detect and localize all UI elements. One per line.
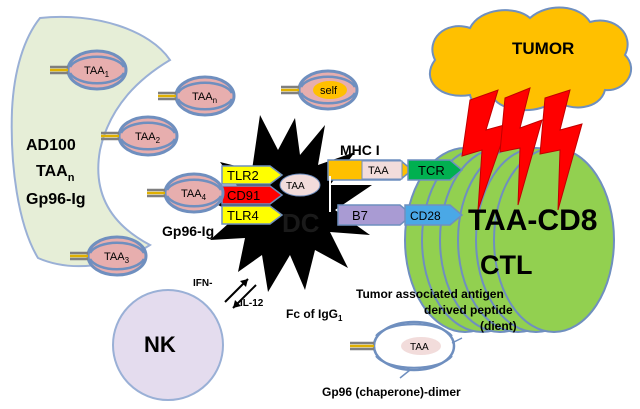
tlr4-label: TLR4	[227, 208, 259, 223]
mhc-taa-label: TAA	[368, 165, 389, 177]
lightning-bolts	[461, 87, 583, 211]
b7-cd28-complex	[337, 204, 464, 226]
ifn-label: IFN-	[193, 278, 212, 289]
mhc-label: MHC I	[340, 142, 380, 158]
b7-label: B7	[352, 208, 368, 223]
taa3-label: TAA3	[104, 251, 130, 265]
taa1-label: TAA1	[84, 65, 110, 79]
nk-cell	[112, 289, 224, 401]
nk-label: NK	[144, 332, 176, 357]
legend-complex	[350, 320, 463, 379]
self-label: self	[320, 85, 338, 97]
legend-gp96-dimer: Gp96 (chaperone)-dimer	[322, 385, 461, 399]
ad100-taan-label: TAAn	[36, 163, 75, 184]
taa4-label: TAA4	[181, 188, 207, 202]
tumor-cloud	[429, 6, 632, 112]
dc-taa-label: TAA	[286, 181, 305, 192]
legend-tumor-antigen-line1: Tumor associated antigen	[356, 287, 504, 301]
dc-cell	[208, 115, 372, 292]
taa2-label: TAA2	[135, 131, 161, 145]
legend-tumor-antigen-line3: (dient)	[480, 319, 517, 333]
tcr-label: TCR	[418, 163, 445, 178]
legend-taa-label: TAA	[410, 342, 429, 353]
dc-taa-oval	[279, 173, 321, 197]
ad100-gp96-label: Gp96-Ig	[26, 191, 86, 208]
cd91-label: CD91	[227, 188, 260, 203]
ctl-cell-cluster	[404, 147, 615, 333]
ctl-taa-cd8-label: TAA-CD8	[468, 204, 597, 237]
gp96-ig-label: Gp96-Ig	[162, 223, 214, 239]
il12-label: IL-12	[240, 298, 264, 309]
taan-label: TAAn	[192, 91, 217, 105]
cytokine-arrows	[224, 278, 257, 309]
legend-fc-label: Fc of IgG1	[286, 307, 343, 323]
ctl-label: CTL	[480, 250, 532, 280]
mhc-tcr-complex	[327, 159, 464, 212]
cd28-label: CD28	[410, 209, 441, 223]
ad100-cell	[10, 15, 172, 268]
tlr2-label: TLR2	[227, 168, 259, 183]
dc-label: DC	[282, 208, 320, 238]
tumor-label: TUMOR	[512, 39, 574, 58]
legend-tumor-antigen-line2: derived peptide	[424, 303, 513, 317]
ad100-label: AD100	[26, 137, 76, 154]
receptor-arrows	[221, 165, 284, 225]
